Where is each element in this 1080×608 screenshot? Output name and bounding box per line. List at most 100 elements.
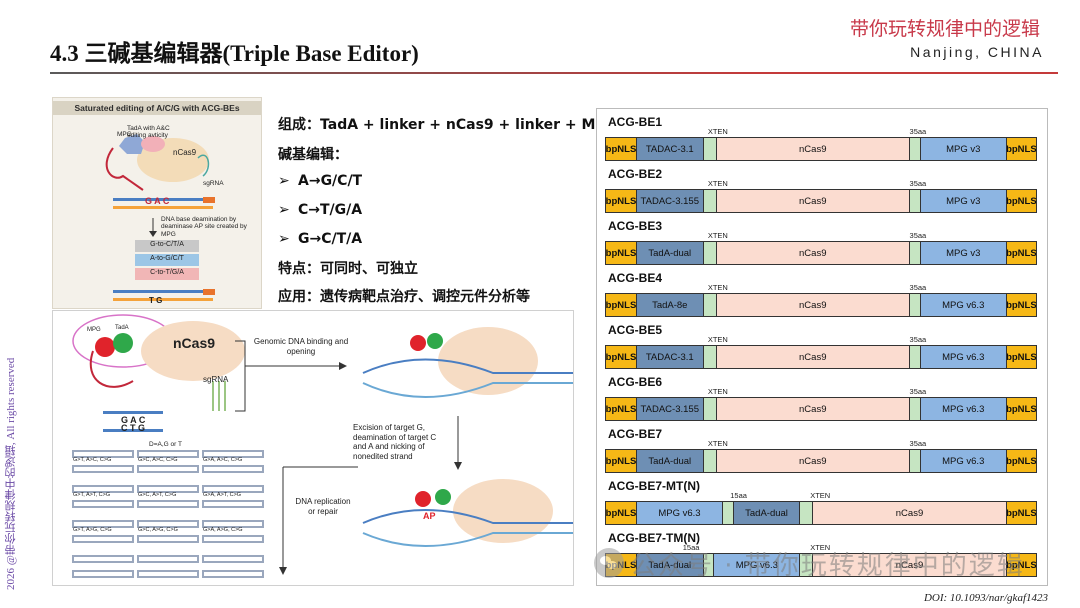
construct-name: ACG-BE1: [608, 115, 663, 129]
linker-tick-label: XTEN: [707, 231, 728, 240]
segment-mpg: MPG v6.3: [636, 502, 723, 524]
segment-tad: TadA-dual: [636, 242, 704, 264]
brand-logo-text: 带你玩转规律中的逻辑: [849, 18, 1040, 40]
linker-tick-label: XTEN: [707, 335, 728, 344]
segment-nls: bpNLS: [1006, 398, 1036, 420]
linker-tick-label: 35aa: [909, 127, 927, 136]
linker-tick-label: 15aa: [682, 543, 700, 552]
segment-tad: TADAC-3.155: [636, 398, 704, 420]
segment-ncas: nCas9: [716, 138, 910, 160]
grid-label-4: G>T, A>T, C>G: [73, 492, 111, 498]
segment-linker: [910, 294, 921, 316]
segment-nls: bpNLS: [1006, 346, 1036, 368]
segment-nls: bpNLS: [606, 398, 637, 420]
segment-tad: TADAC-3.1: [636, 138, 704, 160]
segment-nls: bpNLS: [1006, 190, 1036, 212]
grid-header: D=A,G or T: [149, 441, 182, 448]
linker-tick-label: 35aa: [909, 439, 927, 448]
figure-title: Saturated editing of A/C/G with ACG-BEs: [53, 101, 261, 115]
ncas9-label: nCas9: [173, 335, 216, 351]
segment-tad: TADAC-3.1: [636, 346, 704, 368]
segment-linker: [800, 502, 814, 524]
tada-note: TadA with A&C editing avticity: [127, 125, 170, 140]
segment-linker: [910, 450, 921, 472]
segment-tad: TadA-dual: [636, 450, 704, 472]
mpg-label: MPG: [87, 327, 101, 333]
step2-label: Excision of target G, deamination of tar…: [353, 423, 437, 461]
segment-linker: [703, 346, 717, 368]
outcome-box-c: [135, 268, 199, 280]
segment-linker: [703, 138, 717, 160]
segment-nls: bpNLS: [606, 242, 637, 264]
outcome-grid: [72, 450, 264, 578]
linker-strand: [105, 147, 144, 191]
linker-tick-label: XTEN: [707, 283, 728, 292]
figure-top-drawing: [105, 134, 215, 301]
segment-nls: bpNLS: [1006, 502, 1036, 524]
segment-nls: bpNLS: [1006, 242, 1036, 264]
linker-tick-label: 35aa: [909, 335, 927, 344]
construct-name: ACG-BE3: [608, 219, 663, 233]
segment-ncas: nCas9: [716, 242, 910, 264]
construct-name: ACG-BE6: [608, 375, 663, 389]
segment-tad: TadA-dual: [733, 502, 801, 524]
linker-tick-label: 35aa: [909, 283, 927, 292]
segment-mpg: MPG v6.3: [714, 554, 801, 576]
edit-item-g: ➢G→C/T/A: [278, 231, 363, 247]
grid-label-9: G>A, A>G, C>G: [203, 527, 243, 533]
segment-nls: bpNLS: [606, 554, 637, 576]
grid-label-3: G>A, A>C, C>G: [203, 457, 243, 463]
outcome-c: C-to-T/G/A: [150, 269, 184, 276]
outcome-box-g: [135, 240, 199, 252]
segment-linker: [800, 554, 814, 576]
editing-title: 碱基编辑：: [278, 147, 348, 163]
segment-ncas: nCas9: [716, 450, 910, 472]
segment-linker: [910, 242, 921, 264]
dna-strand-bottom: [113, 289, 215, 301]
segment-nls: bpNLS: [606, 294, 637, 316]
segment-ncas: nCas9: [813, 554, 1007, 576]
segment-ncas: nCas9: [716, 398, 910, 420]
segment-linker: [703, 554, 715, 576]
outcome-a: A-to-G/C/T: [150, 255, 184, 262]
linker-tick-label: 15aa: [730, 491, 747, 500]
mpg-shape: [95, 337, 115, 357]
figure-mechanism: MPG TadA nCas9 sgRNA Genomic DNA binding…: [52, 310, 574, 586]
applications-line: 应用：遗传病靶点治疗、调控元件分析等: [278, 289, 530, 305]
figure-acg-be-schematic: Saturated editing of A/C/G with ACG-BEs …: [52, 97, 262, 309]
tada-shape: [113, 333, 133, 353]
ncas9-label: nCas9: [173, 148, 197, 157]
grid-label-1: G>T, A>C, C>G: [73, 457, 112, 463]
seq-top: G A C: [121, 415, 146, 425]
side-copyright: 2026 @带你玩转规律中的逻辑, All rights reserved: [5, 357, 17, 590]
segment-nls: bpNLS: [1006, 138, 1036, 160]
segment-linker: [910, 190, 921, 212]
segment-linker: [703, 190, 717, 212]
linker-tick-label: XTEN: [707, 387, 728, 396]
grid-label-2: G>C, A>C, C>G: [138, 457, 178, 463]
linker-tick-label: 35aa: [909, 387, 927, 396]
doi-reference: DOI: 10.1093/nar/gkaf1423: [923, 592, 1048, 604]
step1-label: Genomic DNA binding and opening: [253, 337, 349, 356]
outcome-g: G-to-C/T/A: [150, 241, 184, 248]
segment-mpg: MPG v6.3: [920, 450, 1007, 472]
segment-ncas: nCas9: [716, 294, 910, 316]
segment-mpg: MPG v6.3: [920, 346, 1007, 368]
step-note: DNA base deamination by deaminase AP sit…: [161, 216, 247, 238]
sgrna-loop: [197, 154, 210, 177]
construct-name: ACG-BE7: [608, 427, 663, 441]
tada-label: TadA: [115, 325, 129, 331]
grid-label-7: G>T, A>G, C>G: [73, 527, 112, 533]
